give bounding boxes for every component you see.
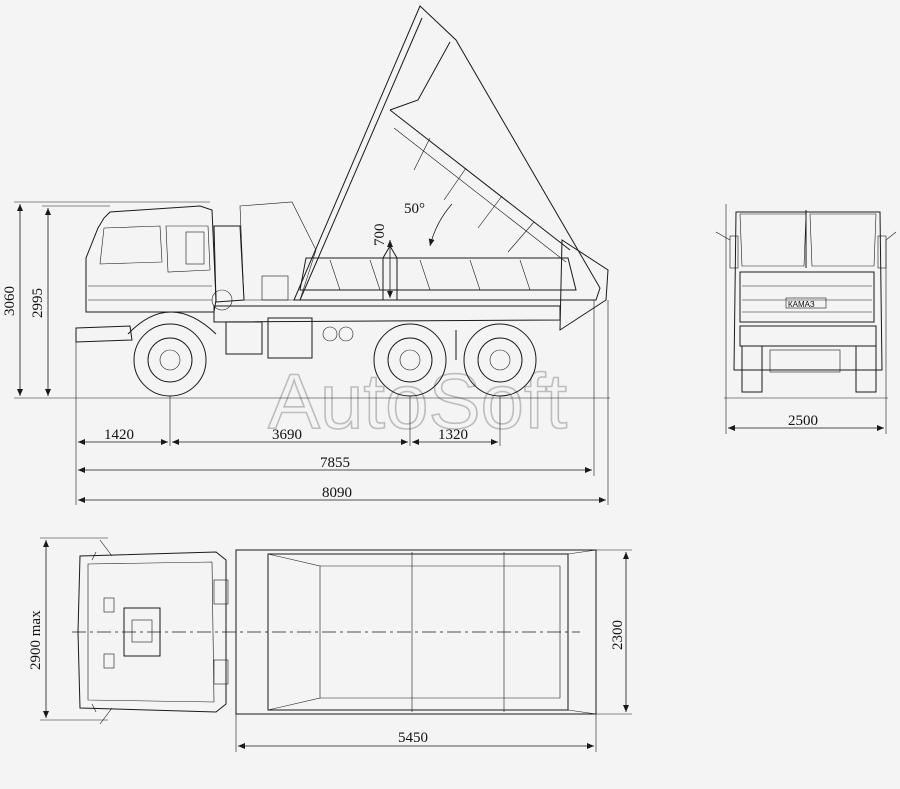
dim-front-overhang: 1420 [104,427,134,443]
front-view: КАМАЗ [715,210,897,399]
dim-body-width: 2300 [610,620,626,650]
dim-length-base: 7855 [320,455,350,471]
dim-width-mirrors: 2900 max [28,610,44,670]
top-view-dimensions: 2900 max 2300 5450 [28,537,632,752]
front-badge: КАМАЗ [788,300,815,309]
dim-body-length: 5450 [398,730,428,746]
dim-height-cab: 2995 [30,288,46,318]
dim-length-total: 8090 [322,485,352,501]
dim-wheelbase-2: 1320 [438,427,468,443]
top-view [72,539,597,725]
dim-raise-height: 700 [372,224,388,247]
dim-wheelbase-1: 3690 [272,427,302,443]
side-view-dimensions: 3060 2995 1420 3690 1320 7855 8090 700 5… [2,201,609,505]
watermark-text: AutoSoft [268,357,568,445]
dim-height-total: 3060 [2,286,18,316]
dim-width-front: 2500 [788,413,818,429]
front-view-dimensions: 2500 [725,204,887,434]
dim-tip-angle: 50° [404,201,425,217]
